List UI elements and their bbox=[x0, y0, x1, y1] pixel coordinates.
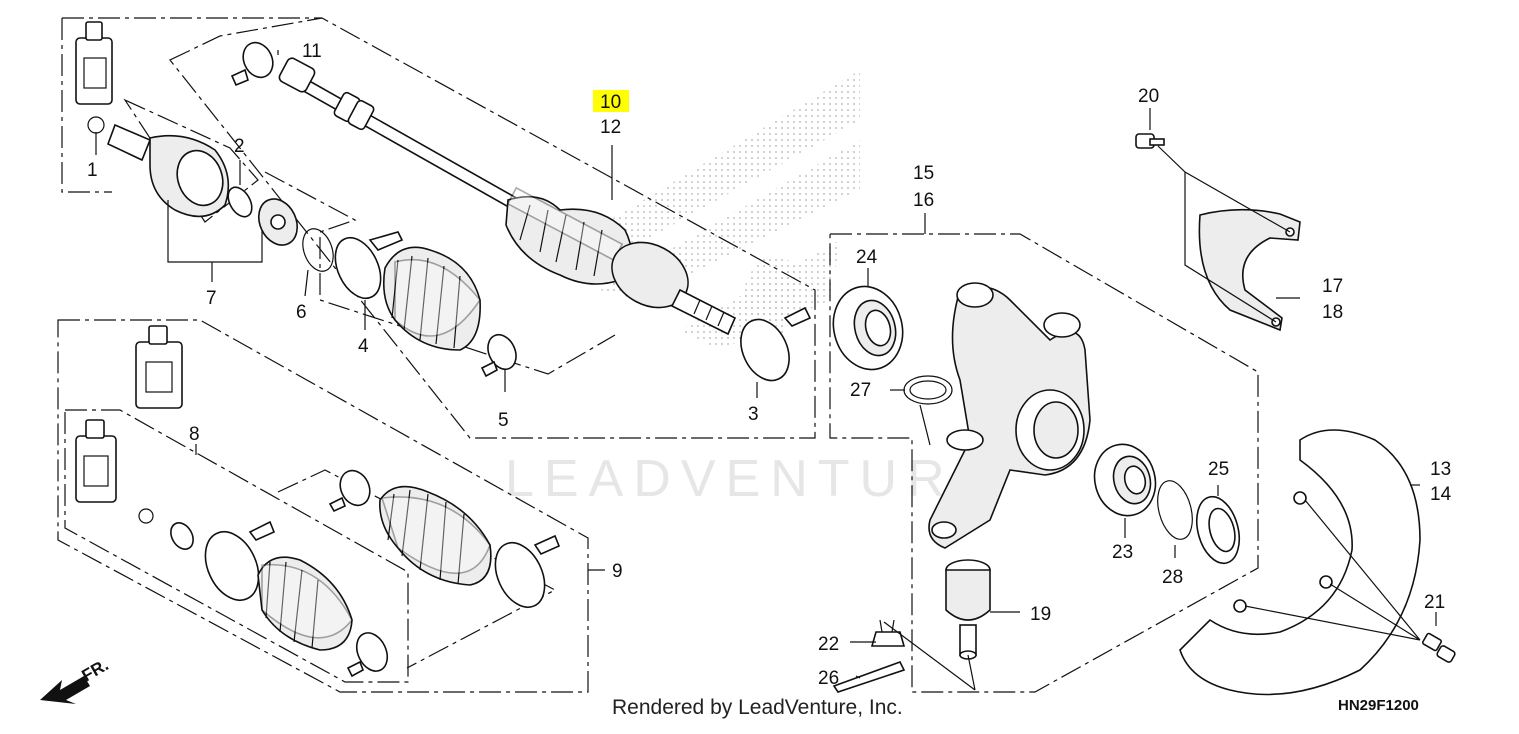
callout-highlight bbox=[593, 90, 629, 112]
callout-7[interactable]: 7 bbox=[206, 288, 217, 309]
inner-cv-joint bbox=[106, 123, 230, 218]
snap-ring-2 bbox=[227, 186, 253, 218]
callout-14[interactable]: 14 bbox=[1430, 484, 1452, 505]
callout-12[interactable]: 12 bbox=[600, 117, 621, 138]
boot-band-3 bbox=[740, 306, 812, 382]
frame-boot-set-8 bbox=[64, 409, 409, 683]
callout-11[interactable]: 11 bbox=[302, 41, 322, 62]
boot-band-5 bbox=[480, 333, 517, 378]
circlip-6 bbox=[302, 228, 334, 272]
front-arrow-icon bbox=[40, 676, 90, 704]
frame-axle-assembly bbox=[169, 17, 816, 439]
callout-28[interactable]: 28 bbox=[1162, 567, 1183, 588]
snap-ring-27 bbox=[903, 375, 953, 405]
circlip-28 bbox=[1157, 480, 1193, 540]
boot-band-4 bbox=[334, 231, 404, 300]
callout-17[interactable]: 17 bbox=[1322, 276, 1343, 297]
callout-3[interactable]: 3 bbox=[748, 404, 759, 425]
bearing-24 bbox=[832, 285, 904, 371]
watermark-text: LEADVENTURE bbox=[505, 450, 999, 508]
bearing-23 bbox=[1093, 443, 1157, 517]
callout-16[interactable]: 16 bbox=[913, 190, 934, 211]
ball-joint-19 bbox=[945, 559, 991, 660]
drive-shaft bbox=[278, 57, 737, 336]
callout-26[interactable]: 26 bbox=[818, 668, 839, 689]
callout-20[interactable]: 20 bbox=[1138, 86, 1159, 107]
bolt-20 bbox=[1135, 133, 1165, 149]
leader-lines bbox=[95, 50, 1437, 691]
callout-5[interactable]: 5 bbox=[498, 410, 509, 431]
boot-kit-parts-8 bbox=[138, 508, 389, 678]
castle-nut-22 bbox=[870, 619, 906, 647]
frame-boot-set-9 bbox=[57, 319, 589, 693]
callout-8[interactable]: 8 bbox=[189, 424, 200, 445]
callouts: 1 2 3 4 5 6 7 8 9 10 11 12 13 14 15 16 1… bbox=[87, 41, 1452, 689]
boot-band-11 bbox=[230, 41, 274, 87]
callout-15[interactable]: 15 bbox=[913, 163, 934, 184]
credit-text: Rendered by LeadVenture, Inc. bbox=[612, 696, 903, 719]
callout-18[interactable]: 18 bbox=[1322, 302, 1343, 323]
bracket-17 bbox=[1198, 208, 1301, 332]
callout-19[interactable]: 19 bbox=[1030, 604, 1051, 625]
oil-bottle-low bbox=[75, 419, 117, 503]
callout-13[interactable]: 13 bbox=[1430, 459, 1451, 480]
oil-bottle-mid bbox=[135, 325, 183, 409]
frame-boot-kit bbox=[264, 171, 616, 375]
boot-kit-parts-9 bbox=[328, 469, 561, 608]
bolt-21 bbox=[1422, 632, 1456, 663]
steering-knuckle bbox=[928, 282, 1091, 549]
callout-2[interactable]: 2 bbox=[234, 136, 245, 157]
oil-bottle-top bbox=[75, 21, 113, 105]
cv-cage-7 bbox=[257, 198, 299, 246]
inner-boot bbox=[382, 246, 481, 351]
diagram-code: HN29F1200 bbox=[1338, 697, 1419, 714]
callout-25[interactable]: 25 bbox=[1208, 459, 1229, 480]
front-direction-indicator: FR. bbox=[40, 655, 112, 704]
callout-27[interactable]: 27 bbox=[850, 380, 871, 401]
callout-21[interactable]: 21 bbox=[1424, 592, 1445, 613]
callout-24[interactable]: 24 bbox=[856, 247, 878, 268]
frame-knuckle bbox=[829, 233, 1259, 693]
cotter-pin-26 bbox=[832, 661, 906, 693]
frame-joint-kit bbox=[123, 98, 259, 223]
oil-seal-25 bbox=[1195, 495, 1241, 565]
callout-4[interactable]: 4 bbox=[358, 336, 369, 357]
callout-1[interactable]: 1 bbox=[87, 160, 98, 181]
callout-9[interactable]: 9 bbox=[612, 561, 623, 582]
callout-22[interactable]: 22 bbox=[818, 634, 839, 655]
frame-inner-joint bbox=[61, 17, 322, 193]
callout-23[interactable]: 23 bbox=[1112, 542, 1133, 563]
callout-6[interactable]: 6 bbox=[296, 302, 307, 323]
callout-10[interactable]: 10 bbox=[600, 92, 621, 113]
snap-ring-1 bbox=[87, 116, 105, 134]
